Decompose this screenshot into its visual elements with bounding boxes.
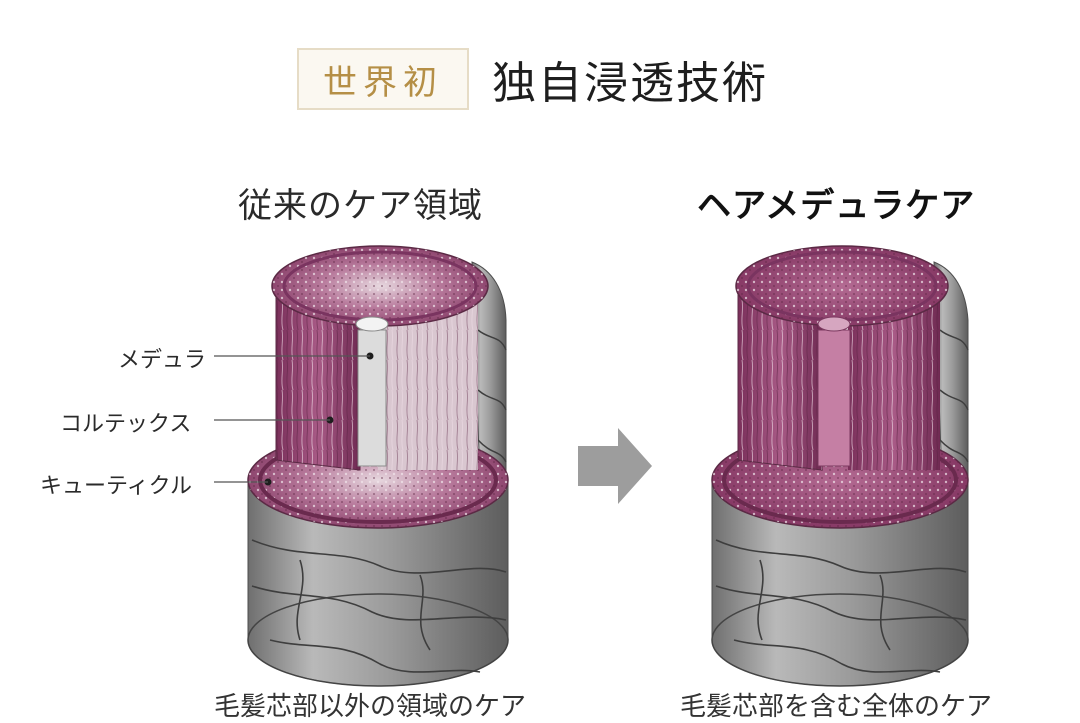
label-medulla: メデュラ <box>118 348 207 373</box>
left-medulla-column <box>357 329 387 467</box>
label-cortex: コルテックス <box>60 412 192 437</box>
badge-text: 世界初 <box>323 62 443 103</box>
headline: 独自浸透技術 <box>492 58 768 109</box>
right-caption: 毛髪芯部を含む全体のケア <box>680 692 993 722</box>
left-hair-model <box>214 245 509 687</box>
right-medulla-column <box>817 329 851 467</box>
label-cuticle: キューティクル <box>40 474 193 499</box>
right-hair-model <box>711 245 969 687</box>
conventional-care-title: 従来のケア領域 <box>238 185 483 226</box>
left-caption: 毛髪芯部以外の領域のケア <box>214 692 527 722</box>
header: 世界初 独自浸透技術 <box>0 0 1080 140</box>
hair-cross-section-illustration <box>214 245 969 687</box>
right-cuticle-scales <box>715 539 967 673</box>
left-cuticle-scales <box>251 539 507 673</box>
hair-medulla-care-title: ヘアメデュラケア <box>697 185 976 226</box>
transition-arrow <box>578 428 652 504</box>
world-first-badge: 世界初 <box>297 48 469 110</box>
